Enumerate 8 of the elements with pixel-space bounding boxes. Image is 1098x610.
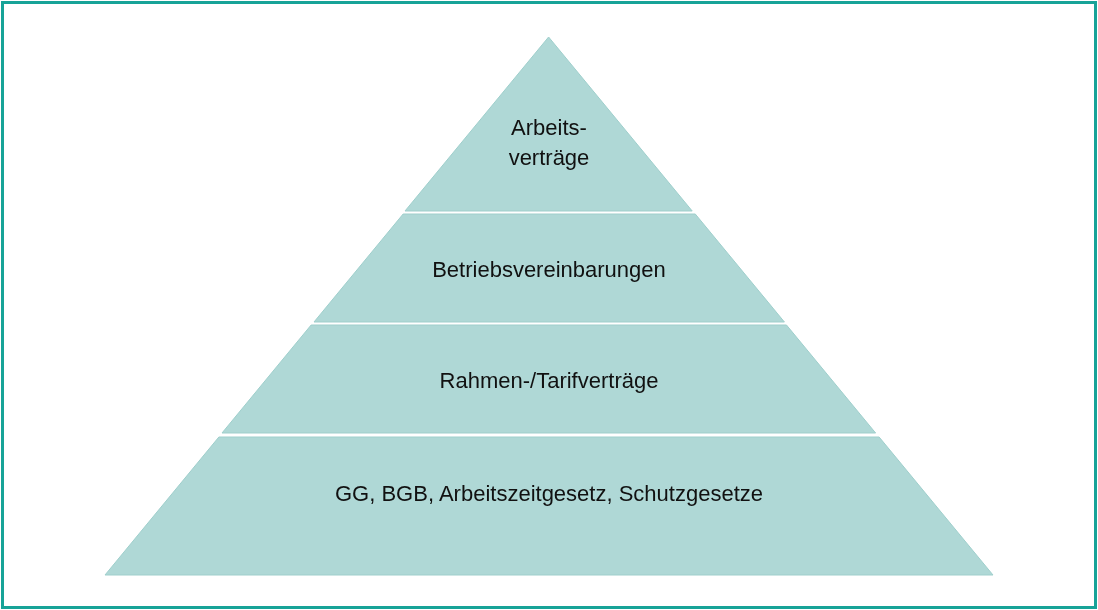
pyramid-tier	[313, 214, 785, 322]
tier-label: Rahmen-/Tarifverträge	[438, 367, 660, 395]
pyramid-apex-triangle	[405, 37, 693, 211]
pyramid-tier	[222, 325, 876, 433]
pyramid-tier	[105, 437, 993, 575]
tier-label: Betriebsvereinbarungen	[431, 256, 667, 284]
tier-label: GG, BGB, Arbeitszeitgesetz, Schutzgesetze	[334, 480, 764, 508]
tier-label: Arbeits- verträge	[507, 114, 591, 172]
